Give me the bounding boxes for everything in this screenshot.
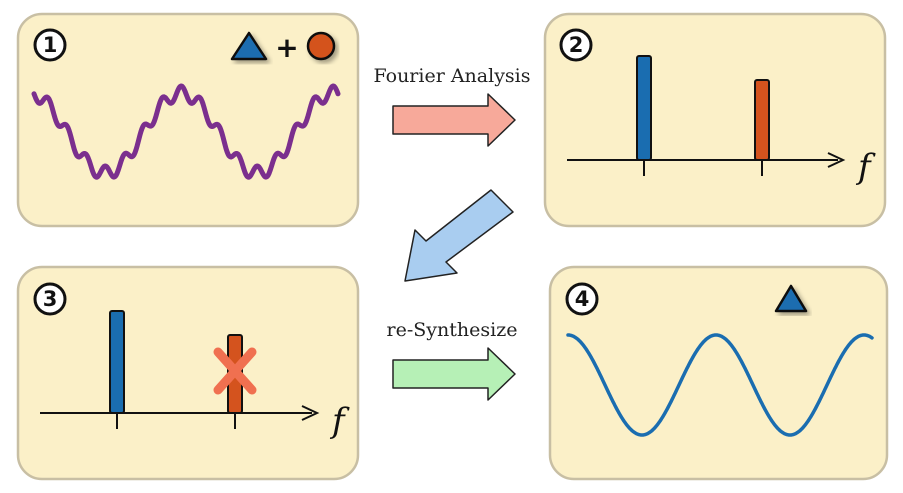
axis-arrowhead <box>301 405 320 421</box>
right-arrow-icon <box>392 347 516 401</box>
step-4-number: 4 <box>575 287 590 311</box>
cross-icon <box>213 347 257 395</box>
panel-1: 1 + <box>16 12 360 228</box>
panel-3: 3 f <box>16 265 360 481</box>
plus-symbol: + <box>275 31 298 64</box>
step-3-badge: 3 <box>33 282 67 316</box>
pure-wave <box>566 333 874 437</box>
axis-arrowhead <box>827 152 846 168</box>
triangle-icon <box>774 284 808 313</box>
spectrum-bar-blue <box>109 310 125 414</box>
panel-2: 2 f <box>543 12 887 228</box>
re-synthesize-arrow: re-Synthesize <box>387 319 518 401</box>
step-4-badge: 4 <box>565 282 599 316</box>
down-left-arrow <box>404 189 514 282</box>
re-synthesize-label: re-Synthesize <box>387 319 518 341</box>
right-arrow-icon <box>392 93 516 147</box>
step-1-badge: 1 <box>33 28 67 62</box>
panel-1-box <box>16 12 360 228</box>
step-2-badge: 2 <box>559 28 593 62</box>
panel-3-box <box>16 265 360 481</box>
mixed-wave <box>31 83 341 180</box>
step-2-number: 2 <box>569 33 584 57</box>
step-3-number: 3 <box>43 287 58 311</box>
panel-4: 4 <box>548 265 889 481</box>
panel-2-box <box>543 12 887 228</box>
fourier-analysis-label: Fourier Analysis <box>373 65 530 87</box>
fourier-analysis-arrow: Fourier Analysis <box>373 65 531 147</box>
step-1-number: 1 <box>43 33 58 57</box>
triangle-icon <box>230 31 268 61</box>
circle-icon <box>306 31 336 61</box>
down-left-arrow-icon <box>404 189 514 282</box>
spectrum-bar-blue <box>636 55 652 161</box>
spectrum-bar-orange <box>754 79 770 161</box>
